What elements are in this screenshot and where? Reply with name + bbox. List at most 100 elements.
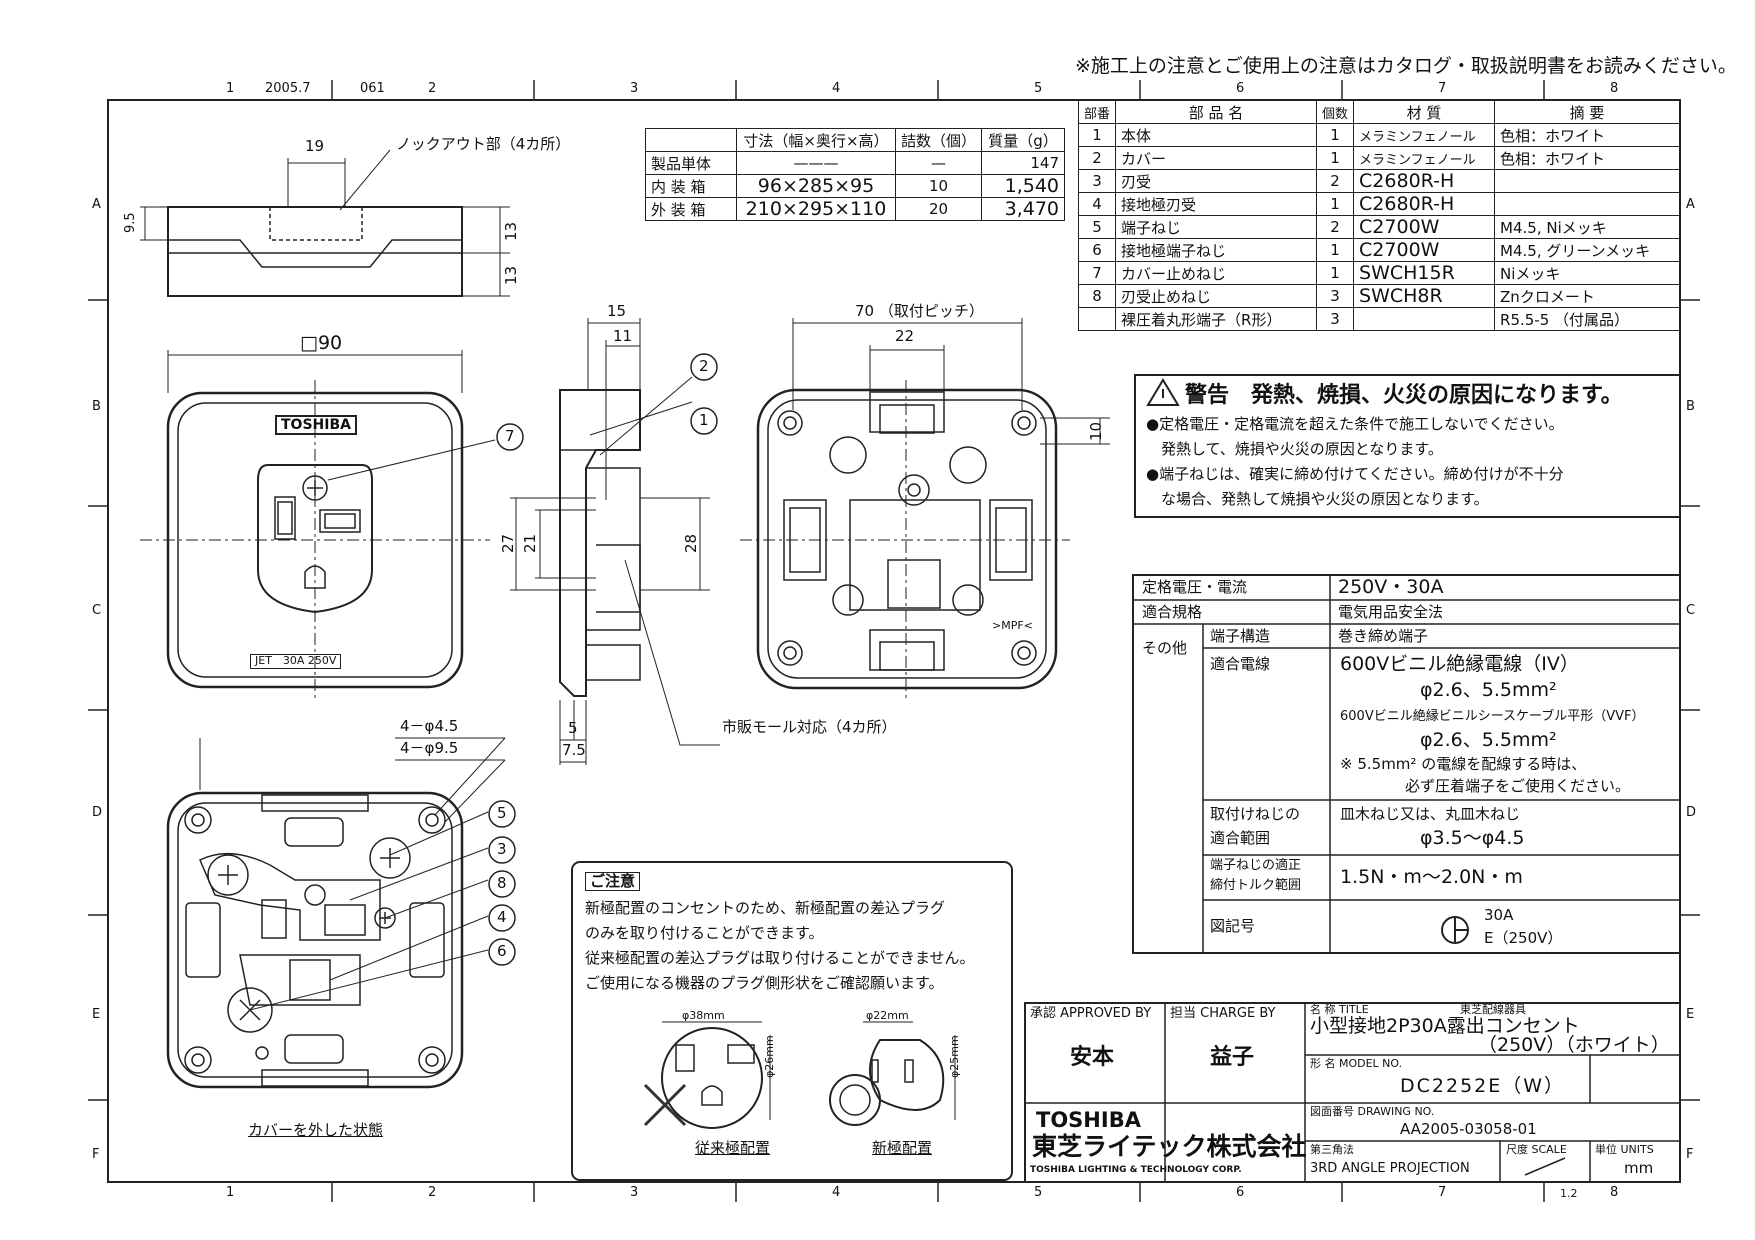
pack-cell: 96×285×95 bbox=[736, 174, 896, 198]
parts-cell: 裸圧着丸形端子（R形） bbox=[1115, 307, 1318, 331]
frame-col-3-bottom: 3 bbox=[630, 1185, 639, 1200]
parts-cell: Znクロメート bbox=[1494, 284, 1680, 308]
frame-row-b: B bbox=[92, 399, 101, 414]
dim-13-upper: 13 bbox=[502, 221, 520, 241]
caution-old-height: φ26mm bbox=[763, 1035, 776, 1078]
frame-row-b-right: B bbox=[1686, 399, 1695, 414]
pack-cell: 147 bbox=[981, 151, 1066, 175]
pack-cell: 10 bbox=[894, 174, 983, 198]
charge-value: 益子 bbox=[1210, 1045, 1255, 1070]
units-label: 単位 UNITS bbox=[1595, 1143, 1654, 1156]
pack-cell: 外 装 箱 bbox=[645, 197, 737, 221]
balloon-3: 3 bbox=[497, 840, 507, 858]
frame-row-c: C bbox=[92, 603, 102, 618]
frame-col-6-bottom: 6 bbox=[1236, 1185, 1245, 1200]
hole-dim-1: 4－φ4.5 bbox=[400, 717, 459, 735]
parts-cell: R5.5-5 （付属品） bbox=[1494, 307, 1680, 331]
parts-cell bbox=[1353, 307, 1496, 331]
parts-cell: 1 bbox=[1316, 261, 1355, 285]
dim-27: 27 bbox=[499, 533, 517, 553]
parts-cell: 色相：ホワイト bbox=[1494, 146, 1680, 170]
frame-row-c-right: C bbox=[1686, 603, 1696, 618]
warning-line-3: ●端子ねじは、確実に締め付けてください。締め付けが不十分 bbox=[1146, 465, 1564, 483]
dim-7-5: 7.5 bbox=[562, 741, 586, 759]
mpf-mark: >MPF< bbox=[992, 619, 1033, 632]
parts-cell: SWCH8R bbox=[1353, 284, 1496, 308]
parts-cell: カバー止めねじ bbox=[1115, 261, 1318, 285]
title-label: 名 称 TITLE bbox=[1310, 1003, 1369, 1016]
top-note: ※施工上の注意とご使用上の注意はカタログ・取扱説明書をお読みください。 bbox=[1075, 55, 1737, 77]
spec-torque-label-1: 端子ねじの適正 bbox=[1210, 858, 1302, 873]
company-name-jp: 東芝ライテック株式会社 bbox=[1032, 1132, 1307, 1161]
spec-rated-value: 250V・30A bbox=[1338, 576, 1444, 598]
dim-9-5: 9.5 bbox=[123, 212, 138, 233]
parts-cell: C2700W bbox=[1353, 238, 1496, 262]
parts-cell: 7 bbox=[1077, 261, 1117, 285]
spec-torque-label-2: 締付トルク範囲 bbox=[1210, 878, 1302, 893]
model-label: 形 名 MODEL NO. bbox=[1310, 1057, 1403, 1070]
table-row: 裸圧着丸形端子（R形）3 R5.5-5 （付属品） bbox=[1077, 307, 1680, 331]
spec-symbol-label: 図記号 bbox=[1210, 917, 1256, 935]
brand-logo: TOSHIBA bbox=[275, 415, 357, 436]
parts-cell: 3 bbox=[1316, 284, 1355, 308]
pack-cell: ——— bbox=[736, 151, 896, 175]
parts-cell: 3 bbox=[1077, 169, 1117, 193]
frame-col-8-bottom: 8 bbox=[1610, 1185, 1619, 1200]
parts-header-2: 個数 bbox=[1316, 100, 1355, 124]
frame-row-f-right: F bbox=[1686, 1147, 1694, 1162]
caution-new-height: φ25mm bbox=[948, 1035, 961, 1078]
model-value: DC2252E（W） bbox=[1400, 1075, 1566, 1097]
frame-col-4: 4 bbox=[832, 81, 841, 96]
parts-cell: 3 bbox=[1316, 307, 1355, 331]
balloon-6: 6 bbox=[497, 942, 507, 960]
spec-wire-line-1: 600Vビニル絶縁電線（IV） bbox=[1340, 653, 1579, 675]
parts-cell: 端子ねじ bbox=[1115, 215, 1318, 239]
parts-cell: 本体 bbox=[1115, 123, 1318, 147]
dim-5: 5 bbox=[568, 719, 578, 737]
warning-title: 警告 発熱、焼損、火災の原因になります。 bbox=[1185, 383, 1623, 408]
parts-cell: 2 bbox=[1316, 169, 1355, 193]
jet-mark: JET 30A 250V bbox=[250, 654, 342, 669]
frame-col-1-bottom: 1 bbox=[226, 1185, 235, 1200]
parts-cell: 2 bbox=[1077, 146, 1117, 170]
parts-cell: M4.5, Niメッキ bbox=[1494, 215, 1680, 239]
frame-col-8: 8 bbox=[1610, 81, 1619, 96]
packaging-table: 寸法（幅×奥行×高） 詰数（個） 質量（g） 製品単体 ——— — 147 内 … bbox=[645, 128, 1066, 221]
parts-cell: 刃受止めねじ bbox=[1115, 284, 1318, 308]
pack-cell: 3,470 bbox=[981, 197, 1066, 221]
pack-header-0 bbox=[645, 128, 737, 152]
parts-cell: 1 bbox=[1316, 238, 1355, 262]
parts-cell: メラミンフェノール bbox=[1353, 123, 1496, 147]
parts-cell: 1 bbox=[1077, 123, 1117, 147]
scale-label: 尺度 SCALE bbox=[1506, 1143, 1567, 1156]
drawing-label: 図面番号 DRAWING NO. bbox=[1310, 1105, 1435, 1118]
frame-bottom-ref: 1.2 bbox=[1560, 1187, 1578, 1200]
units-value: mm bbox=[1624, 1159, 1654, 1177]
parts-cell: 8 bbox=[1077, 284, 1117, 308]
parts-cell: SWCH15R bbox=[1353, 261, 1496, 285]
frame-col-4-bottom: 4 bbox=[832, 1185, 841, 1200]
pack-header-2: 詰数（個） bbox=[894, 128, 983, 152]
parts-cell: 刃受 bbox=[1115, 169, 1318, 193]
company-logo-en: TOSHIBA bbox=[1036, 1108, 1141, 1132]
pack-cell: 内 装 箱 bbox=[645, 174, 737, 198]
title-sub: 東芝配線器具 bbox=[1460, 1003, 1526, 1016]
caution-new-label: 新極配置 bbox=[872, 1139, 933, 1157]
pack-header-1: 寸法（幅×奥行×高） bbox=[736, 128, 896, 152]
parts-cell: 6 bbox=[1077, 238, 1117, 262]
frame-row-e-right: E bbox=[1686, 1007, 1695, 1022]
spec-wire-line-6: 必ず圧着端子をご使用ください。 bbox=[1405, 777, 1631, 795]
frame-col-5: 5 bbox=[1034, 81, 1043, 96]
spec-standard-value: 電気用品安全法 bbox=[1338, 603, 1444, 621]
spec-terminal-value: 巻き締め端子 bbox=[1338, 627, 1429, 645]
hole-dim-2: 4－φ9.5 bbox=[400, 739, 459, 757]
title-line-2: （250V）（ホワイト） bbox=[1478, 1034, 1670, 1056]
parts-cell bbox=[1077, 307, 1117, 331]
caution-line-2: のみを取り付けることができます。 bbox=[585, 924, 824, 942]
